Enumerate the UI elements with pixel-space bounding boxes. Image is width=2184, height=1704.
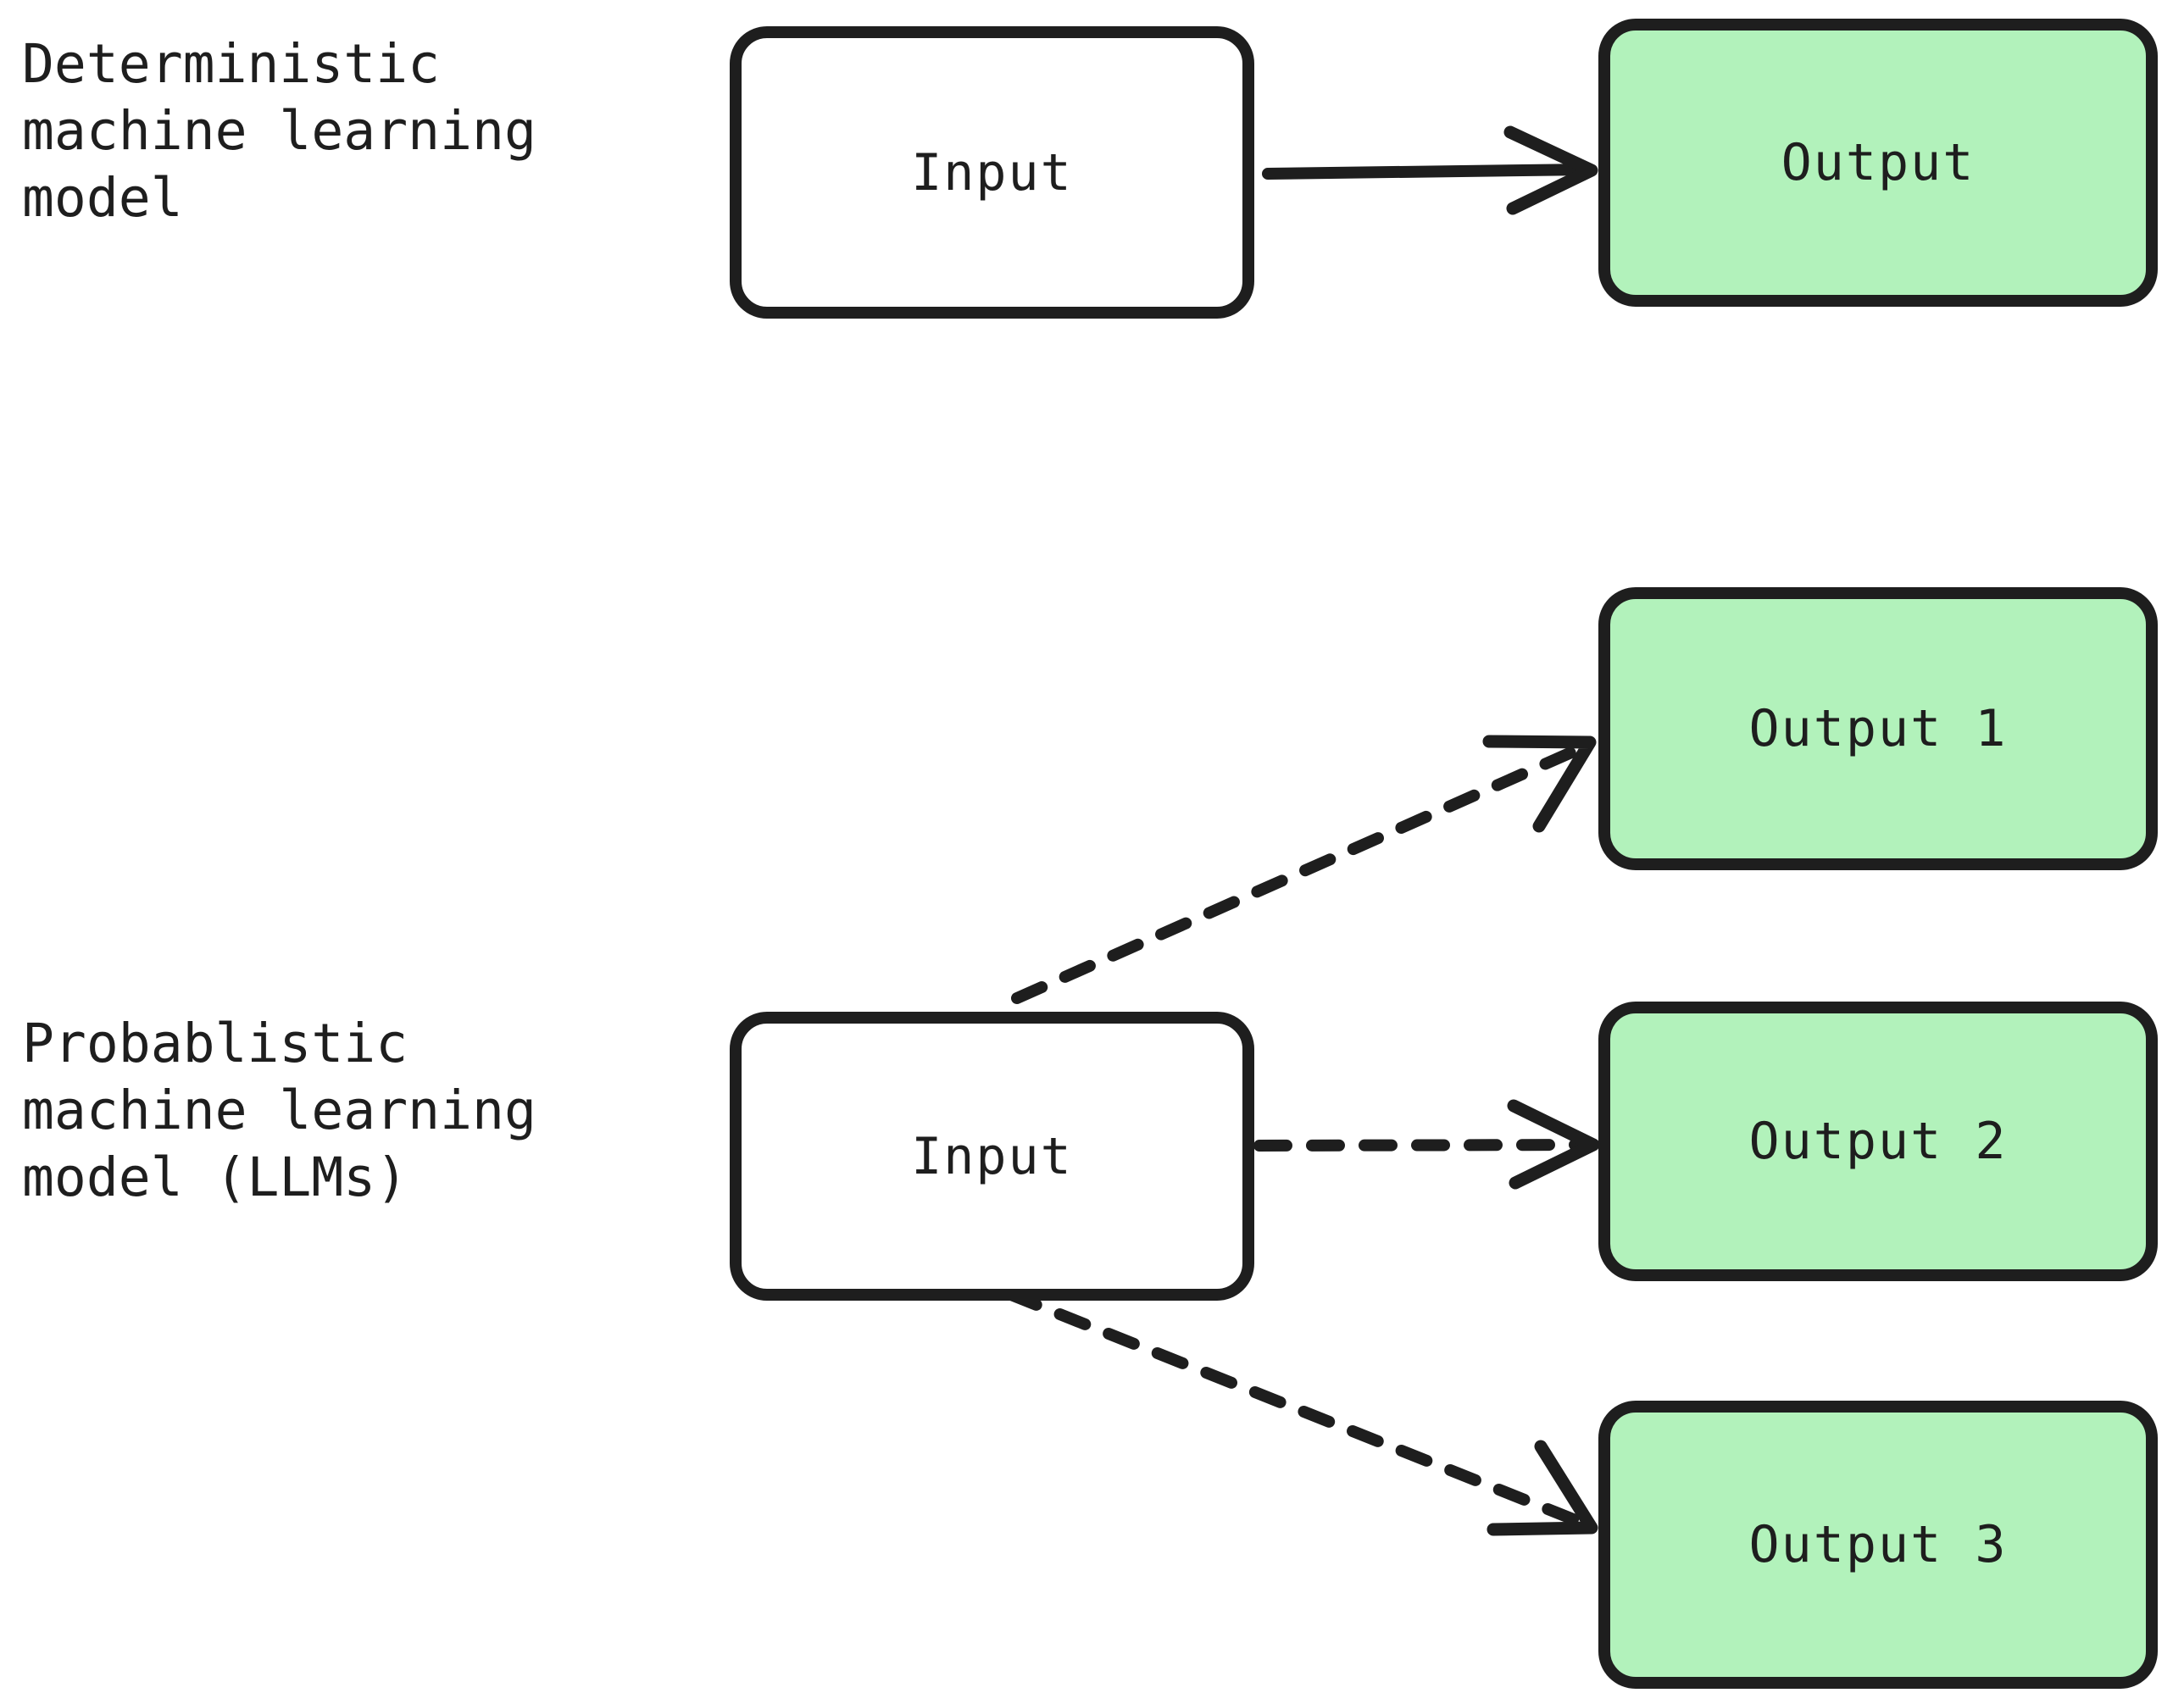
edge-input-to-output: [1262, 125, 1598, 215]
edge-input-to-output-3: [1005, 1289, 1598, 1536]
node-output-deterministic-label: Output: [1781, 133, 1976, 192]
edge-input-to-output-2: [1253, 1099, 1600, 1190]
node-input-deterministic-label: Input: [911, 142, 1073, 203]
node-input-probabilistic[interactable]: Input: [730, 1012, 1254, 1301]
row-label-deterministic: Deterministic machine learning model: [22, 33, 536, 229]
edge-input-to-output-1: [1011, 735, 1597, 1004]
node-output-2[interactable]: Output 2: [1598, 1002, 2158, 1281]
row-label-probabilistic: Probablistic machine learning model (LLM…: [22, 1013, 536, 1208]
node-input-probabilistic-label: Input: [911, 1126, 1073, 1186]
node-output-3[interactable]: Output 3: [1598, 1401, 2158, 1689]
node-output-3-label: Output 3: [1748, 1515, 2008, 1574]
node-output-2-label: Output 2: [1748, 1112, 2008, 1171]
node-output-1-label: Output 1: [1748, 699, 2008, 758]
node-output-deterministic[interactable]: Output: [1598, 19, 2158, 307]
node-output-1[interactable]: Output 1: [1598, 587, 2158, 870]
node-input-deterministic[interactable]: Input: [730, 26, 1254, 319]
